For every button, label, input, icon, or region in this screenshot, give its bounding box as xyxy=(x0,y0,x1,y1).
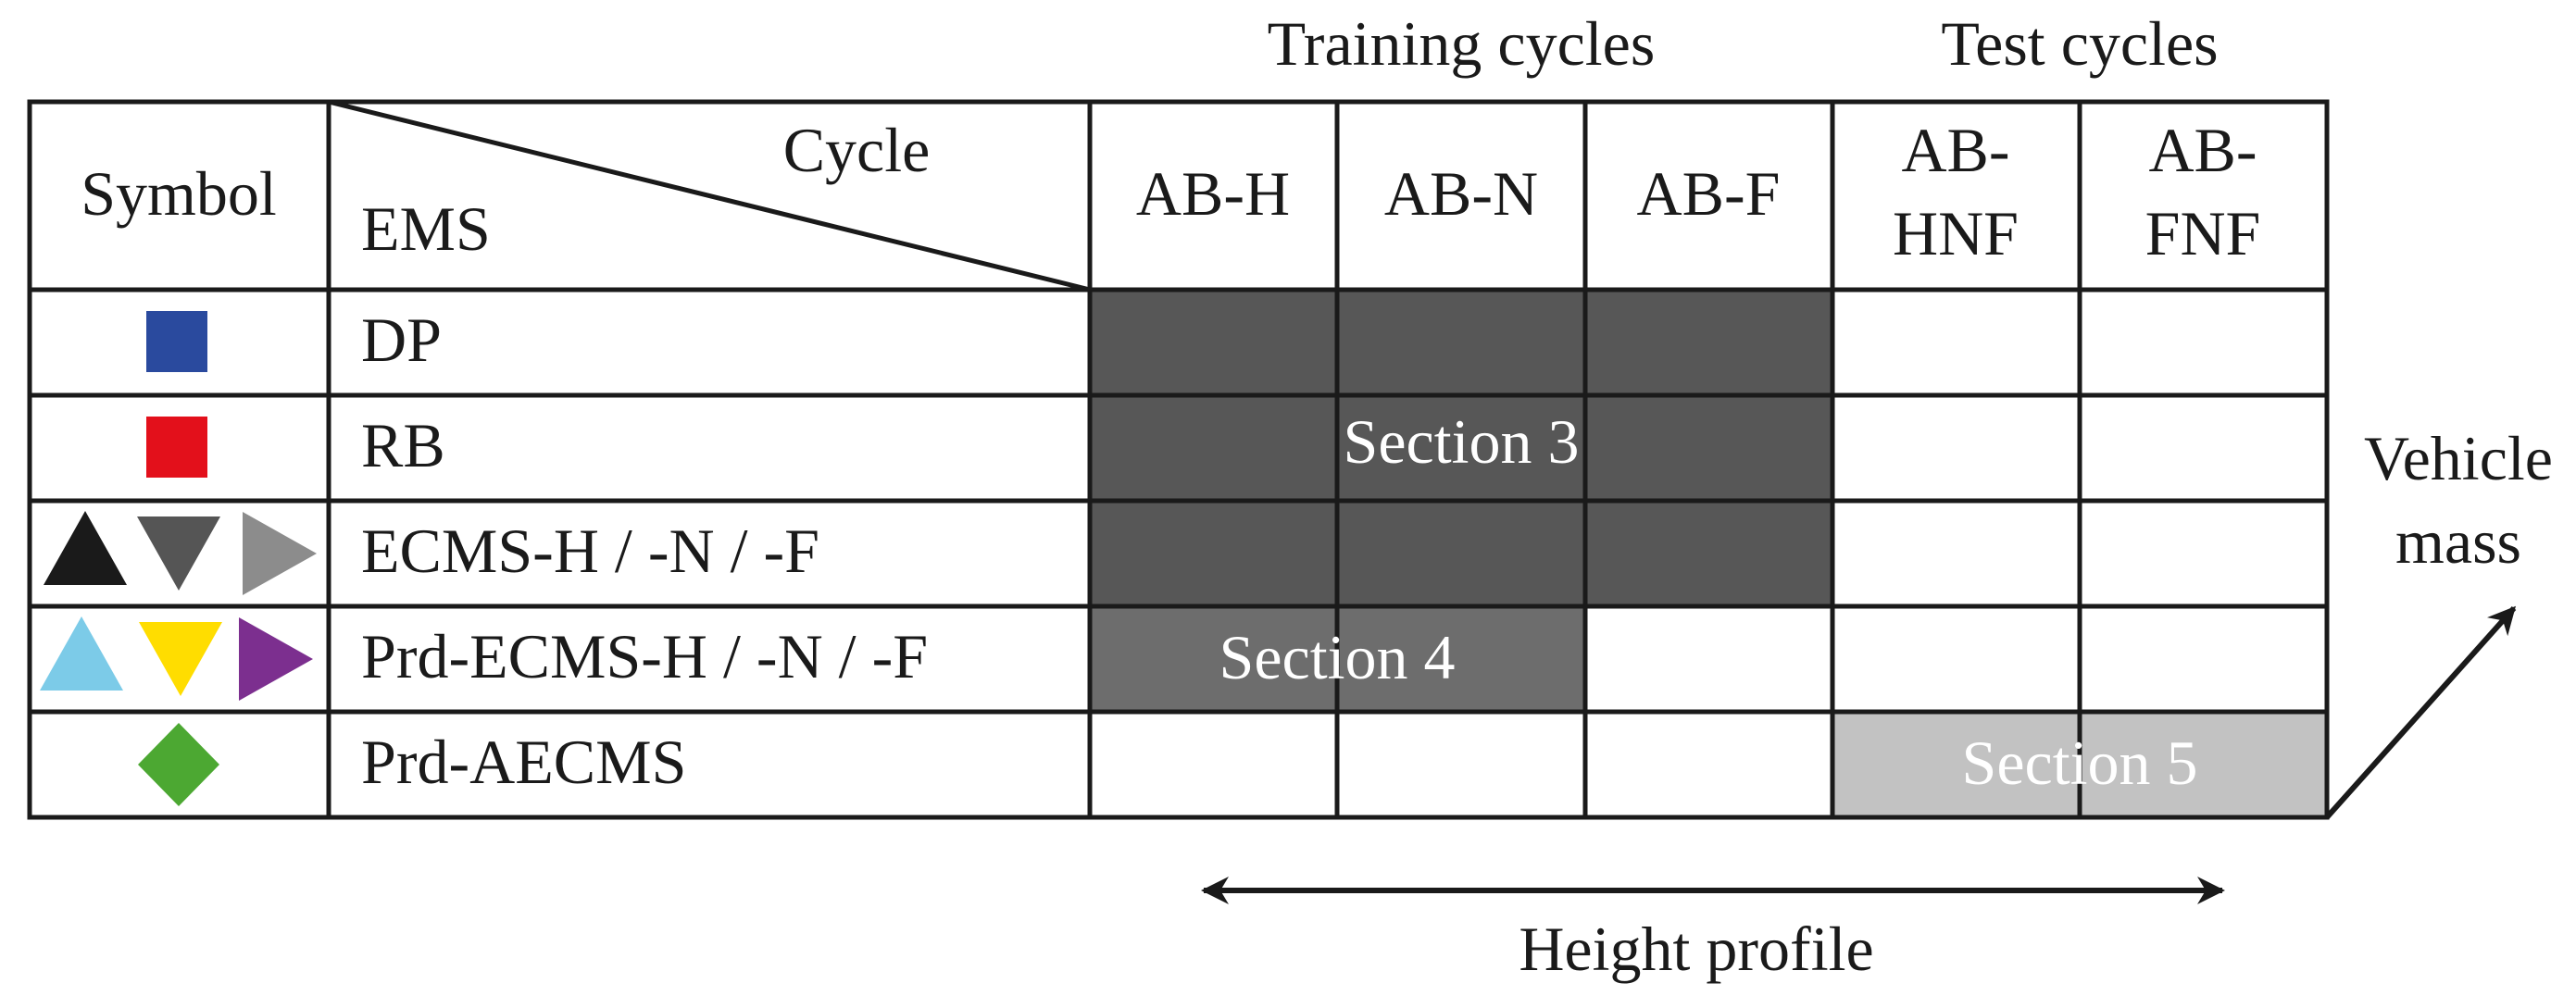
prd-aecms-diamond-symbol xyxy=(138,723,219,806)
column-header-ab-hnf-line2: HNF xyxy=(1893,198,2019,268)
column-header-ab-f: AB-F xyxy=(1637,158,1781,229)
column-header-ab-h: AB-H xyxy=(1136,158,1290,229)
row-label-ecms: ECMS-H / -N / -F xyxy=(361,516,819,586)
prd-ecms-n-triangle-down-symbol xyxy=(139,622,222,696)
section-4-label: Section 4 xyxy=(1219,622,1456,692)
rb-square-symbol xyxy=(146,417,207,478)
corner-diagonal xyxy=(328,99,1091,292)
row-label-prd-ecms: Prd-ECMS-H / -N / -F xyxy=(361,621,928,691)
column-header-ab-hnf-line1: AB- xyxy=(1901,115,2009,185)
table-grid xyxy=(27,99,2330,820)
ecms-f-triangle-right-symbol xyxy=(243,512,317,595)
section-3-label: Section 3 xyxy=(1344,406,1580,477)
cycle-corner-label: Cycle xyxy=(783,115,931,185)
test-cycles-header: Test cycles xyxy=(1941,8,2218,79)
column-headers: AB-H AB-N AB-F AB- HNF AB- FNF xyxy=(1136,115,2260,268)
prd-ecms-h-triangle-up-symbol xyxy=(40,616,123,691)
ems-corner-label: EMS xyxy=(361,193,491,264)
ecms-h-triangle-up-symbol xyxy=(44,511,127,585)
section-5-label: Section 5 xyxy=(1962,728,2198,798)
vehicle-mass-label-line2: mass xyxy=(2395,506,2521,577)
row-label-rb: RB xyxy=(361,410,445,480)
column-header-ab-fnf-line1: AB- xyxy=(2148,115,2257,185)
training-cycles-header: Training cycles xyxy=(1268,8,1656,79)
symbol-column-header: Symbol xyxy=(81,158,277,229)
prd-ecms-f-triangle-right-symbol xyxy=(239,617,313,701)
row-label-prd-aecms: Prd-AECMS xyxy=(361,727,686,797)
vehicle-mass-label-line1: Vehicle xyxy=(2364,423,2553,493)
column-header-ab-n: AB-N xyxy=(1384,158,1538,229)
row-symbols xyxy=(40,311,317,806)
dp-square-symbol xyxy=(146,311,207,372)
column-header-ab-fnf-line2: FNF xyxy=(2145,198,2261,268)
section-3-block xyxy=(1090,290,1832,606)
ecms-n-triangle-down-symbol xyxy=(137,516,220,591)
row-label-dp: DP xyxy=(361,305,442,375)
height-profile-label: Height profile xyxy=(1519,914,1873,984)
vehicle-mass-arrow xyxy=(2324,605,2517,819)
ems-row-labels: DP RB ECMS-H / -N / -F Prd-ECMS-H / -N /… xyxy=(361,305,928,797)
